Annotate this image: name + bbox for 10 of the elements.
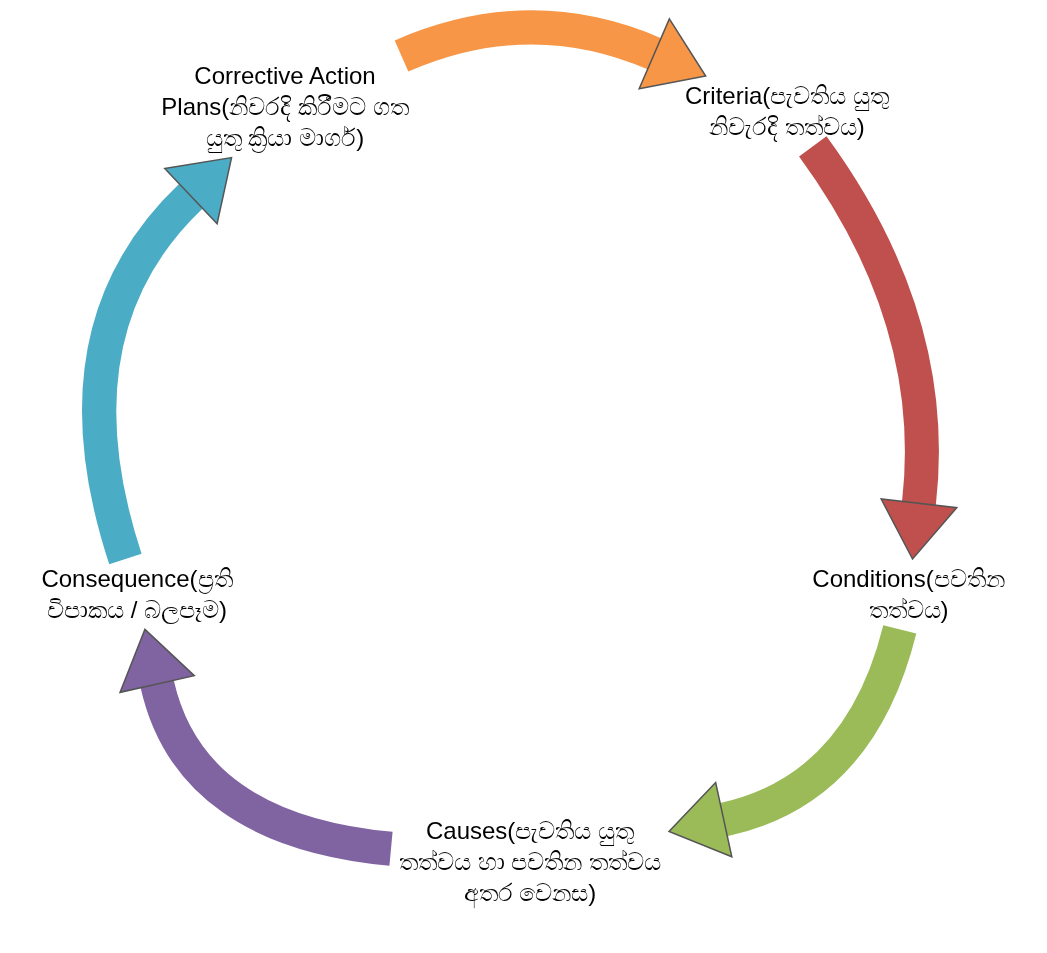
step-label: Consequence(ප්‍රති විපාකය / බලපෑම) <box>6 563 268 626</box>
step-label: Criteria(පැවතිය යුතු නිවැරදි තත්වය) <box>662 80 912 143</box>
step-label: Conditions(පවතින තත්වය) <box>770 563 1047 626</box>
curved-arrow <box>82 154 231 564</box>
curved-arrow <box>798 136 958 560</box>
step-label: Causes(පැවතිය යුතු තත්වය හා පවතින තත්වය අතර වෙනස) <box>395 815 665 909</box>
curved-arrow <box>119 629 394 866</box>
step-label: Corrective Action Plans(නිවරදි කිරීමට ගත යුතු ක්‍රියා මාර්ග) <box>160 60 410 154</box>
curved-arrow <box>395 10 708 90</box>
curved-arrow <box>668 624 917 858</box>
